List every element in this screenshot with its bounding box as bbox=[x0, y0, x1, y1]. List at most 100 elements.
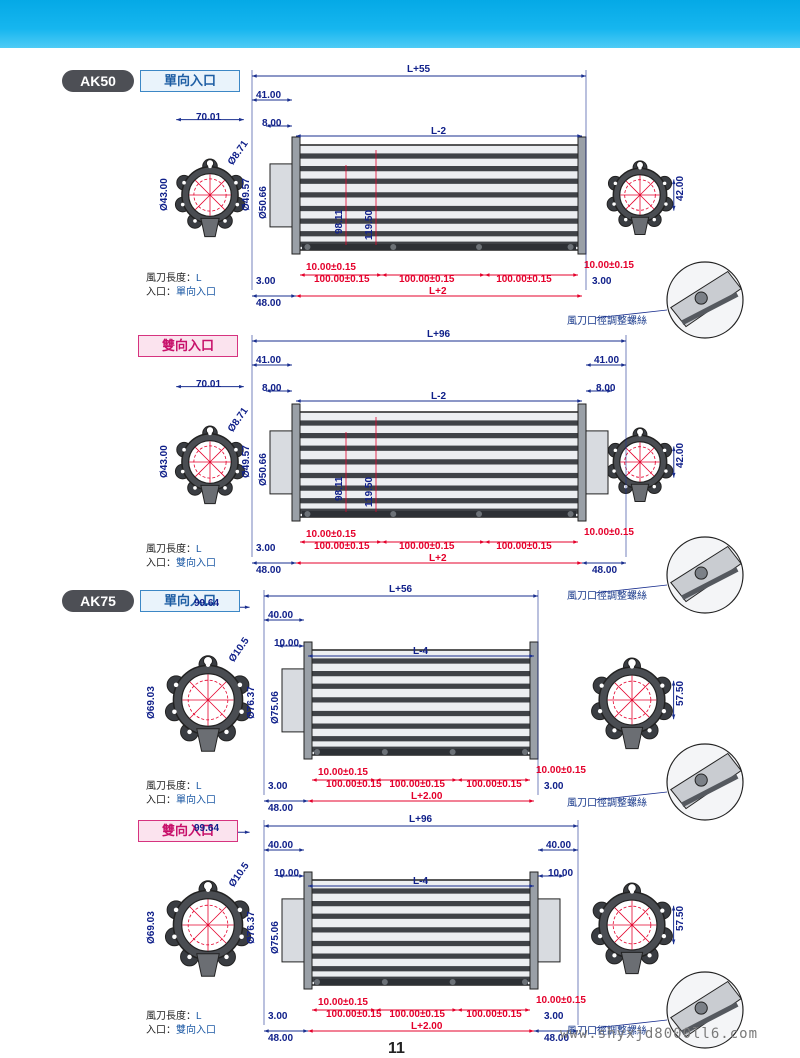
dimension-arrowhead bbox=[291, 561, 296, 565]
note-inlet-value: 雙向入口 bbox=[176, 1025, 216, 1036]
adjustment-screw-icon bbox=[694, 291, 708, 305]
note-length-row: 風刀長度：L bbox=[146, 1010, 216, 1024]
dim-top-left-label: 40.00 bbox=[268, 840, 294, 851]
dim-circle-c-label: Ø75.06 bbox=[270, 690, 281, 724]
dim-bottom-right-label: 48.00 bbox=[544, 1033, 570, 1044]
housing-rib bbox=[310, 683, 532, 689]
dim-top-right-label: 41.00 bbox=[594, 355, 620, 366]
dim-bottom-left-label: 48.00 bbox=[268, 1033, 294, 1044]
pitch-circle bbox=[193, 178, 227, 212]
model-badge: AK50 bbox=[62, 70, 134, 92]
note-inlet-row: 入口：單向入口 bbox=[146, 794, 216, 808]
bolt-hole bbox=[193, 486, 197, 490]
bolt-hole bbox=[208, 431, 212, 436]
dim-circle-a-label: Ø43.00 bbox=[159, 177, 171, 211]
bolt-hole bbox=[239, 709, 244, 714]
center-line bbox=[209, 447, 225, 463]
end-view-left bbox=[164, 880, 252, 977]
dim-flange-width-label: 70.01 bbox=[196, 378, 222, 390]
dim-circle-b-label: Ø76.37 bbox=[246, 686, 258, 720]
dimension-arrowhead bbox=[287, 363, 292, 367]
dimension-arrowhead bbox=[377, 540, 382, 544]
dimension-arrowhead bbox=[586, 363, 591, 367]
center-line bbox=[614, 907, 633, 926]
housing-rib bbox=[310, 736, 532, 742]
dim-pitch-e-label: 10.00±0.15 bbox=[536, 765, 586, 776]
dimension-arrowhead bbox=[239, 384, 244, 389]
mounting-screw bbox=[476, 511, 483, 517]
dimension-arrowhead bbox=[672, 205, 676, 211]
dimension-arrowhead bbox=[525, 1008, 530, 1012]
center-line bbox=[631, 907, 650, 926]
bolt-hole bbox=[638, 433, 642, 437]
center-line bbox=[631, 699, 650, 718]
dimension-arrowhead bbox=[621, 561, 626, 565]
dim-body-label: L-2 bbox=[431, 391, 446, 402]
note-length-row: 風刀長度：L bbox=[146, 272, 216, 286]
dimension-arrowhead bbox=[264, 1029, 269, 1033]
dimension-arrowhead bbox=[375, 778, 381, 782]
bolt-hole bbox=[597, 934, 603, 939]
bolt-hole bbox=[224, 729, 229, 735]
dim-total-length-label: L+55 bbox=[407, 64, 431, 75]
leader-line bbox=[594, 584, 668, 594]
dimension-arrowhead bbox=[484, 540, 490, 544]
center-line bbox=[625, 447, 641, 463]
dimension-arrowhead bbox=[296, 134, 301, 138]
dimension-arrowhead bbox=[381, 273, 387, 277]
dim-bottom-left-label: 48.00 bbox=[256, 298, 282, 309]
dimension-arrowhead bbox=[672, 472, 676, 478]
housing-rib bbox=[310, 966, 532, 972]
pitch-circle bbox=[187, 679, 229, 721]
dimension-arrowhead bbox=[534, 1029, 539, 1033]
dimension-arrowhead bbox=[239, 117, 244, 122]
dim-total-length-label: L+56 bbox=[389, 584, 413, 595]
bolt-hole bbox=[661, 709, 667, 714]
note-length-value: L bbox=[196, 273, 202, 284]
center-line bbox=[189, 906, 209, 926]
dimension-arrowhead bbox=[266, 124, 271, 128]
dim-body-label: L-2 bbox=[431, 126, 446, 137]
dimension-arrowhead bbox=[300, 273, 305, 277]
dimension-arrowhead bbox=[312, 1008, 317, 1012]
dimension-arrowhead bbox=[381, 540, 387, 544]
dimension-arrowhead bbox=[375, 1008, 381, 1012]
dim-offset-left-label: 3.00 bbox=[256, 543, 276, 554]
inlet-type-tag: 雙向入口 bbox=[138, 335, 238, 357]
dim-circle-b-label: Ø76.37 bbox=[246, 911, 258, 945]
bolt-hole bbox=[237, 682, 243, 688]
bolt-hole bbox=[205, 662, 211, 667]
center-line bbox=[195, 180, 211, 196]
dim-offset-right-label: 3.00 bbox=[544, 1011, 564, 1022]
note-inlet-row: 入口：單向入口 bbox=[146, 286, 216, 300]
note-length-value: L bbox=[196, 781, 202, 792]
dim-bottom-total-label: L+2.00 bbox=[411, 1021, 443, 1032]
outlet-nozzle bbox=[196, 728, 220, 752]
dimension-arrowhead bbox=[577, 134, 582, 138]
pitch-circle bbox=[624, 179, 656, 211]
dim-pitch-a-label: 10.00±0.15 bbox=[318, 997, 368, 1008]
housing-rib bbox=[298, 231, 580, 237]
dim-bottom-right-label: 48.00 bbox=[592, 565, 618, 576]
mounting-screw bbox=[449, 749, 456, 755]
center-line bbox=[625, 180, 641, 196]
bolt-hole bbox=[172, 934, 177, 939]
end-plate-right bbox=[529, 871, 539, 990]
housing-rib bbox=[298, 420, 580, 426]
dimension-arrowhead bbox=[252, 561, 257, 565]
dimension-arrowhead bbox=[586, 389, 591, 393]
dim-pitch-c-label: 100.00±0.15 bbox=[389, 1009, 445, 1020]
housing-rib bbox=[310, 658, 532, 664]
dimension-arrowhead bbox=[672, 179, 676, 185]
bolt-hole bbox=[638, 166, 642, 170]
dim-pitch-b-label: 100.00±0.15 bbox=[326, 1009, 382, 1020]
blower-side-view bbox=[269, 403, 609, 522]
dim-circle-a-label: Ø43.00 bbox=[159, 444, 171, 478]
dimension-arrowhead bbox=[581, 74, 586, 78]
dimension-arrowhead bbox=[244, 830, 250, 834]
dimension-arrowhead bbox=[484, 273, 490, 277]
dimension-arrowhead bbox=[264, 799, 269, 803]
dim-offset-right-label: 3.00 bbox=[544, 781, 564, 792]
center-line bbox=[195, 447, 211, 463]
